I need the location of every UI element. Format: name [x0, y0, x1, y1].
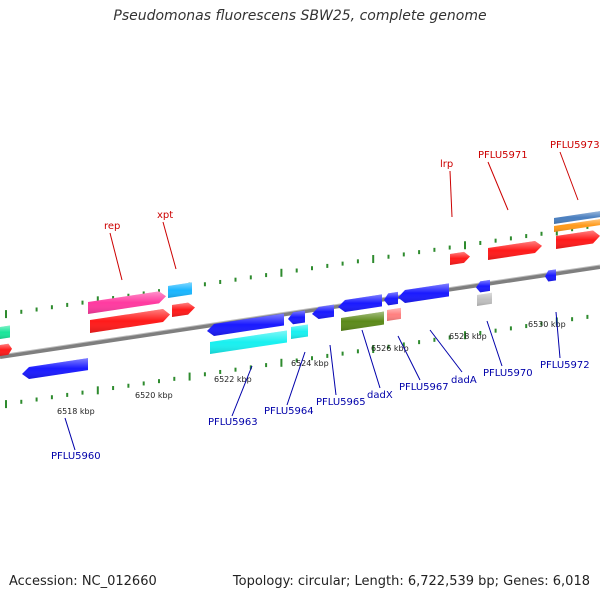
axis-tick-label: 6520 kbp	[135, 391, 173, 400]
gene-label-leader	[361, 329, 381, 389]
pflu5965-gene-gloss	[312, 304, 334, 320]
axis-tick-label: 6526 kbp	[371, 344, 409, 353]
pflu5973-steel-band-gloss	[554, 211, 600, 224]
axis-tick-label: 6522 kbp	[214, 375, 252, 384]
gene-label-reverse: PFLU5967	[399, 382, 449, 393]
xpt-paired-gene-gloss	[172, 302, 195, 317]
pflu5964-gene-gloss	[288, 310, 305, 325]
left-edge-green-gene	[0, 325, 10, 339]
rep-gene	[88, 291, 166, 314]
rep-paired-gene	[90, 309, 170, 333]
dadx-gene	[338, 294, 382, 312]
left-edge-red-gene-gloss	[0, 343, 12, 356]
map-title: Pseudomonas fluorescens SBW25, complete …	[113, 8, 487, 24]
pflu5970-gene	[476, 279, 490, 293]
pflu5967-paired-gene-gloss	[387, 307, 401, 321]
dada-gene	[398, 283, 449, 303]
gene-label-reverse: PFLU5960	[51, 451, 101, 462]
xpt-gene-gloss	[168, 282, 192, 298]
dadx-paired-gene-gloss	[341, 311, 384, 331]
rep-paired-gene-gloss	[90, 309, 170, 333]
pflu5972-gene-gloss	[545, 269, 556, 282]
gene-label-forward: PFLU5973	[550, 140, 600, 151]
pflu5965-gene	[312, 304, 334, 320]
pflu5967-paired-gene	[387, 307, 401, 321]
gene-label-leader	[231, 365, 253, 417]
dadx-gene-gloss	[338, 294, 382, 312]
pflu5964-paired-gene-gloss	[291, 324, 308, 339]
axis-tick-label: 6528 kbp	[449, 332, 487, 341]
gene-label-forward: lrp	[440, 159, 453, 170]
genome-summary-text: Topology: circular; Length: 6,722,539 bp…	[232, 574, 590, 589]
left-edge-green-gene-gloss	[0, 325, 10, 339]
accession-text: Accession: NC_012660	[9, 574, 157, 589]
pflu5963-gene-gloss	[207, 313, 284, 336]
pflu5963-gene	[207, 313, 284, 336]
gene-label-leader	[64, 417, 76, 451]
gene-label-leader	[555, 311, 561, 359]
pflu5960-gene	[22, 358, 88, 379]
gene-label-leader	[429, 329, 463, 373]
pflu5972-gene	[545, 269, 556, 282]
pflu5971-gene	[488, 240, 542, 260]
gene-label-reverse: PFLU5963	[208, 417, 258, 428]
gene-label-leader	[397, 335, 421, 381]
xpt-gene	[168, 282, 192, 298]
pflu5973-orange-band-gloss	[554, 219, 600, 232]
axis-tick-label: 6518 kbp	[57, 407, 95, 416]
gene-label-leader	[286, 351, 306, 406]
lrp-gene-gloss	[450, 251, 470, 265]
gene-label-reverse: PFLU5972	[540, 360, 590, 371]
pflu5964-paired-gene	[291, 324, 308, 339]
gene-label-leader	[449, 170, 453, 218]
dna-backbone-highlight	[0, 264, 600, 356]
gene-label-reverse: dadA	[451, 375, 477, 386]
pflu5973-gene	[556, 230, 600, 249]
axis-tick-label: 6524 kbp	[291, 359, 329, 368]
gene-label-leader	[109, 232, 123, 281]
gene-label-forward: rep	[104, 221, 120, 232]
gene-label-leader	[559, 151, 579, 201]
gene-label-reverse: PFLU5970	[483, 368, 533, 379]
left-edge-red-gene	[0, 343, 12, 356]
gene-label-reverse: dadX	[367, 390, 393, 401]
pflu5967-gene-gloss	[384, 291, 398, 306]
gene-label-leader	[487, 161, 509, 211]
gene-label-leader	[162, 221, 177, 270]
pflu5960-gene-gloss	[22, 358, 88, 379]
dada-gene-gloss	[398, 283, 449, 303]
gene-label-forward: xpt	[157, 210, 173, 221]
pflu5973-gene-gloss	[556, 230, 600, 249]
pflu5973-steel-band	[554, 211, 600, 224]
gene-label-reverse: PFLU5964	[264, 406, 314, 417]
lrp-gene	[450, 251, 470, 265]
pflu5963-paired-gene	[210, 330, 287, 354]
dadx-paired-gene	[341, 311, 384, 331]
gene-label-reverse: PFLU5965	[316, 397, 366, 408]
xpt-paired-gene	[172, 302, 195, 317]
pflu5970-paired-gene	[477, 292, 492, 306]
lower-tick-track	[5, 314, 589, 409]
rep-gene-gloss	[88, 291, 166, 314]
pflu5973-orange-band	[554, 219, 600, 232]
pflu5967-gene	[384, 291, 398, 306]
pflu5971-gene-gloss	[488, 240, 542, 260]
pflu5970-paired-gene-gloss	[477, 292, 492, 306]
gene-label-leader	[486, 320, 503, 367]
axis-tick-label: 6530 kbp	[528, 320, 566, 329]
pflu5970-gene-gloss	[476, 279, 490, 293]
pflu5964-gene	[288, 310, 305, 325]
gene-label-forward: PFLU5971	[478, 150, 528, 161]
pflu5963-paired-gene-gloss	[210, 330, 287, 354]
gene-label-leader	[329, 344, 337, 396]
